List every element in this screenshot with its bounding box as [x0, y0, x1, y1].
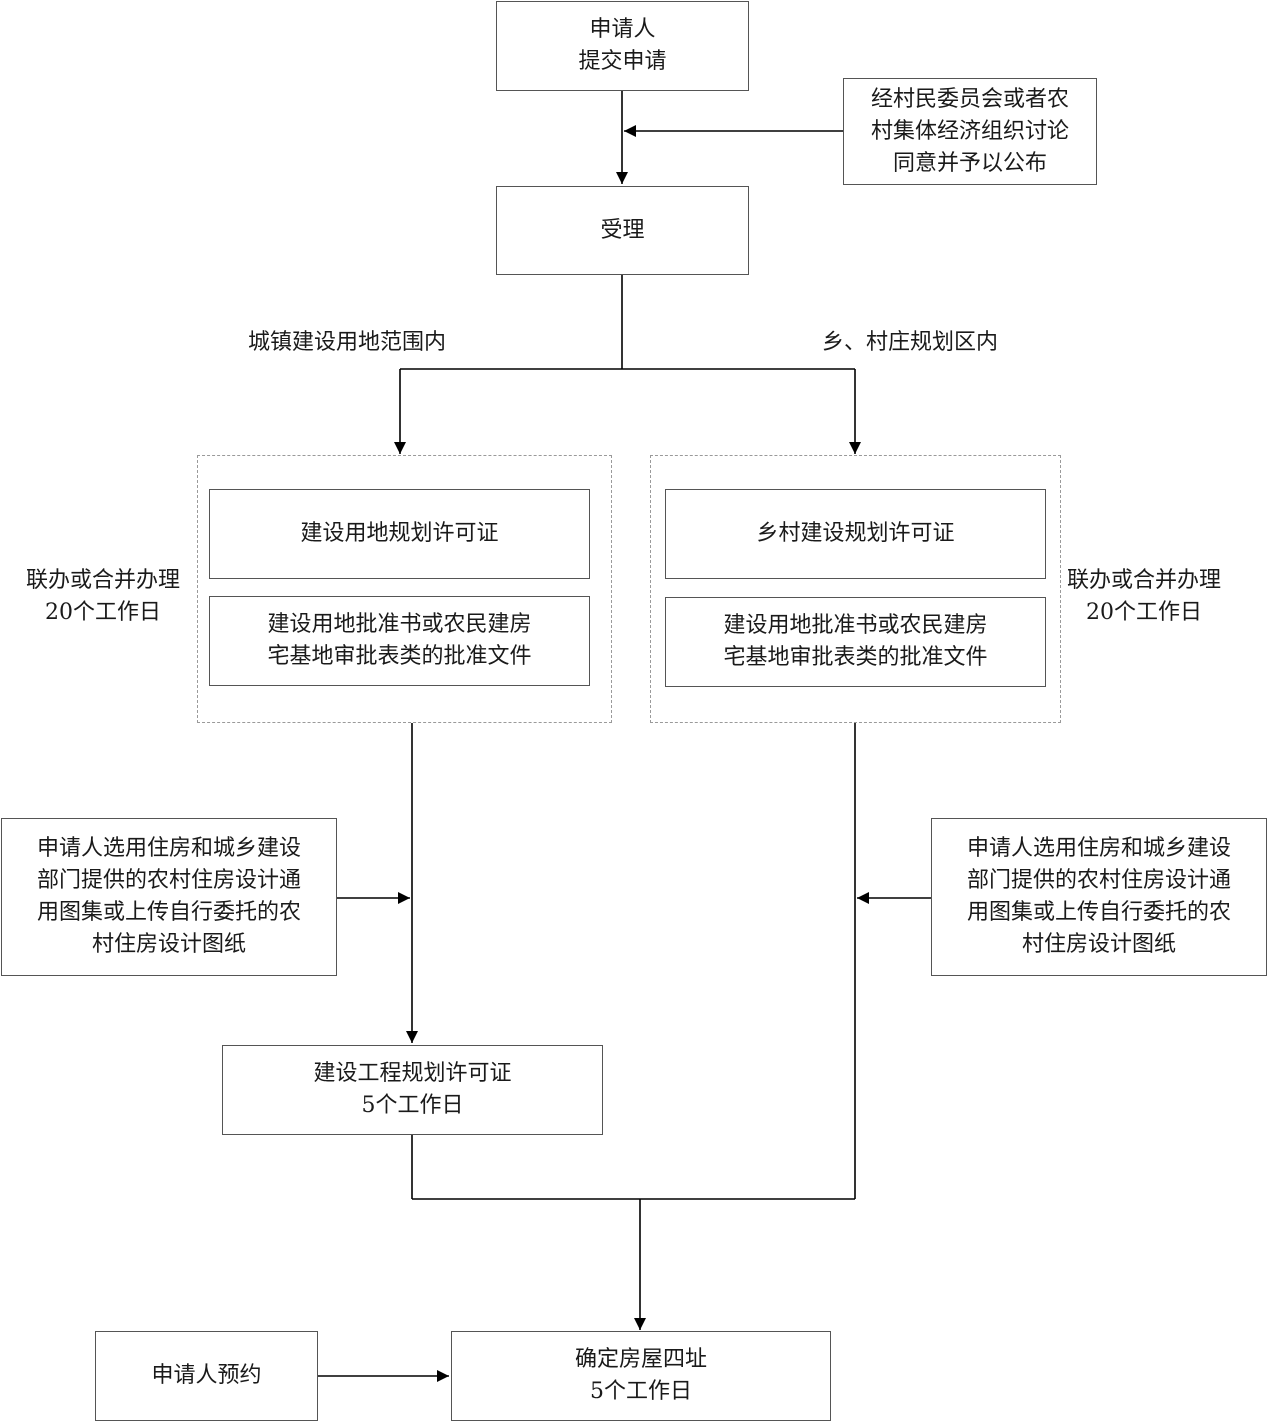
node-applicant-appointment: 申请人预约: [95, 1331, 318, 1421]
node-right-permit-text: 乡村建设规划许可证: [756, 521, 955, 546]
node-applicant-submit-text: 申请人 提交申请: [578, 17, 667, 74]
right-group: [650, 455, 1061, 723]
node-right-approval-text: 建设用地批准书或农民建房 宅基地审批表类的批准文件: [723, 613, 988, 670]
label-right-joint: 联办或合并办理 20个工作日: [1067, 568, 1222, 625]
node-left-design: 申请人选用住房和城乡建设 部门提供的农村住房设计通 用图集或上传自行委托的农 村…: [1, 818, 337, 976]
node-left-permit-text: 建设用地规划许可证: [300, 521, 499, 546]
node-left-permit: 建设用地规划许可证: [209, 489, 590, 579]
node-applicant-submit: 申请人 提交申请: [496, 1, 749, 91]
node-left-approval-text: 建设用地批准书或农民建房 宅基地审批表类的批准文件: [267, 612, 532, 669]
node-engineering-permit-text: 建设工程规划许可证 5个工作日: [313, 1061, 512, 1118]
label-right-branch: 乡、村庄规划区内: [822, 330, 999, 355]
label-left-joint: 联办或合并办理 20个工作日: [26, 568, 181, 625]
node-accept: 受理: [496, 186, 749, 275]
node-committee-discussion-text: 经村民委员会或者农 村集体经济组织讨论 同意并予以公布: [870, 86, 1069, 176]
node-applicant-appointment-text: 申请人预约: [151, 1363, 262, 1388]
node-committee-discussion: 经村民委员会或者农 村集体经济组织讨论 同意并予以公布: [843, 78, 1097, 185]
node-engineering-permit: 建设工程规划许可证 5个工作日: [222, 1045, 603, 1135]
node-right-design: 申请人选用住房和城乡建设 部门提供的农村住房设计通 用图集或上传自行委托的农 村…: [931, 818, 1267, 976]
node-left-design-text: 申请人选用住房和城乡建设 部门提供的农村住房设计通 用图集或上传自行委托的农 村…: [36, 836, 301, 957]
node-right-permit: 乡村建设规划许可证: [665, 489, 1046, 579]
node-left-approval: 建设用地批准书或农民建房 宅基地审批表类的批准文件: [209, 596, 590, 686]
node-confirm-address-text: 确定房屋四址 5个工作日: [574, 1347, 707, 1404]
node-right-design-text: 申请人选用住房和城乡建设 部门提供的农村住房设计通 用图集或上传自行委托的农 村…: [966, 836, 1231, 957]
node-accept-text: 受理: [600, 217, 645, 243]
label-left-branch: 城镇建设用地范围内: [248, 330, 447, 355]
node-right-approval: 建设用地批准书或农民建房 宅基地审批表类的批准文件: [665, 597, 1046, 687]
node-confirm-address: 确定房屋四址 5个工作日: [451, 1331, 831, 1421]
left-group: [197, 455, 612, 723]
